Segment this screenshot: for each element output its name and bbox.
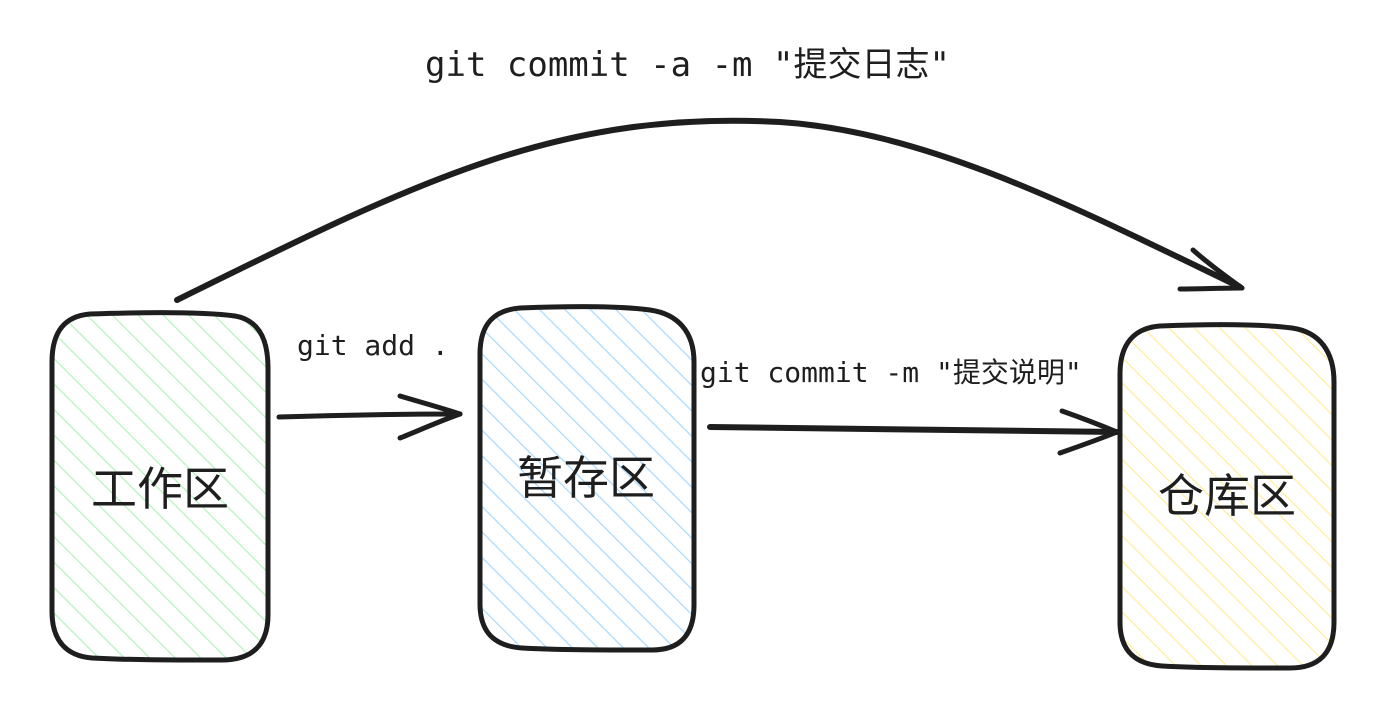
- direct-commit-arrow: [174, 117, 1245, 303]
- git-commit-arrow: [707, 408, 1120, 456]
- working-area-label: 工作区: [91, 462, 229, 516]
- staging-area-label: 暂存区: [517, 451, 655, 505]
- repository-area-label: 仓库区: [1158, 469, 1296, 523]
- repository-area-box: 仓库区: [1117, 322, 1337, 671]
- direct-commit-label: git commit -a -m "提交日志": [425, 45, 950, 85]
- working-area-box: 工作区: [49, 310, 271, 663]
- git-commit-label: git commit -m "提交说明": [700, 356, 1082, 389]
- staging-area-box: 暂存区: [477, 304, 697, 653]
- git-add-arrow: [276, 393, 463, 441]
- git-add-label: git add .: [297, 329, 449, 362]
